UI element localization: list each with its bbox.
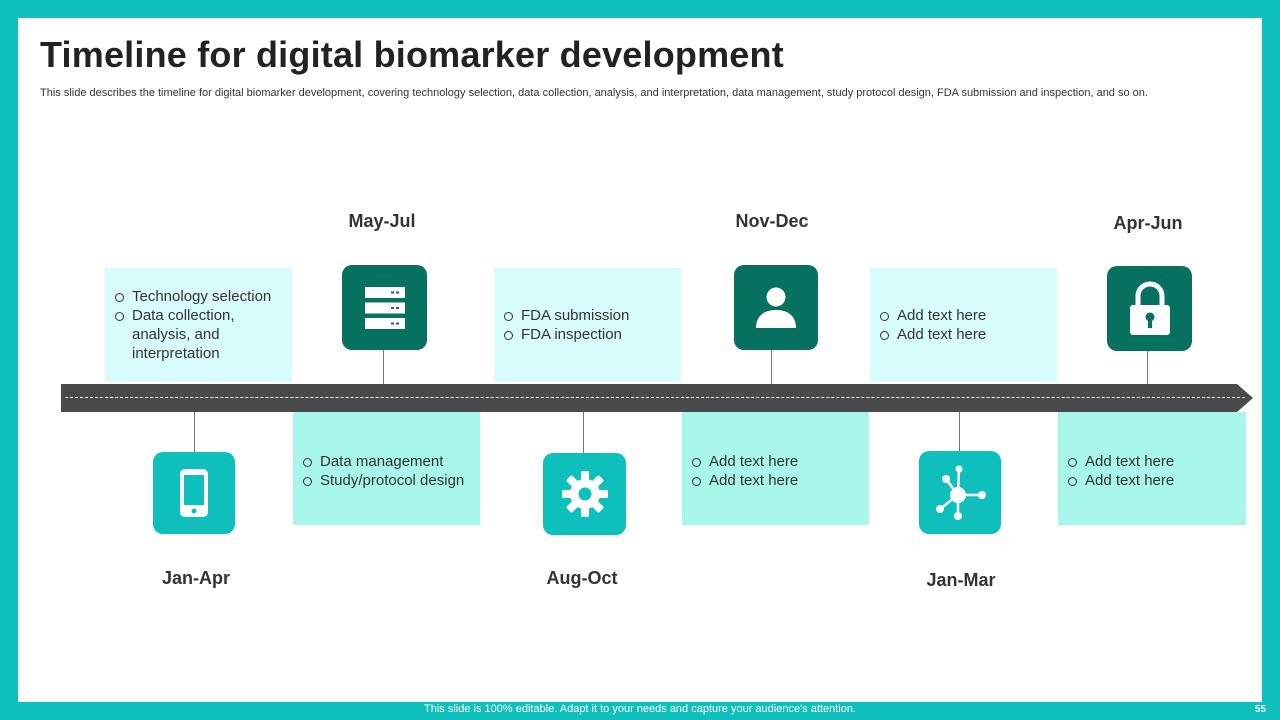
list-item: Study/protocol design	[303, 471, 470, 490]
list-item: Data management	[303, 452, 470, 471]
server-icon	[342, 265, 427, 350]
box-data-management: Data management Study/protocol design	[293, 412, 480, 525]
timeline-dash	[65, 397, 1245, 398]
network-icon	[919, 451, 1001, 534]
connector-line	[1147, 351, 1148, 398]
label-jan-mar: Jan-Mar	[926, 570, 996, 590]
page-number: 55	[1254, 704, 1266, 715]
label-nov-dec: Nov-Dec	[735, 211, 809, 231]
list-item: FDA submission	[504, 306, 671, 325]
timeline-arrow	[61, 384, 1237, 412]
gear-icon	[543, 453, 626, 535]
connector-line	[583, 398, 584, 453]
label-aug-oct: Aug-Oct	[546, 568, 618, 588]
timeline-arrow-head	[1237, 384, 1253, 412]
connector-line	[194, 398, 195, 452]
slide-canvas: Timeline for digital biomarker developme…	[18, 18, 1262, 702]
list-item: Add text here	[880, 325, 1047, 344]
connector-line	[383, 350, 384, 398]
box-fda: FDA submission FDA inspection	[494, 268, 681, 382]
list-item: FDA inspection	[504, 325, 671, 344]
box-mid-add: Add text here Add text here	[682, 412, 869, 525]
connector-line	[771, 350, 772, 398]
slide-subtitle: This slide describes the timeline for di…	[40, 87, 1148, 99]
list-item: Technology selection	[115, 287, 282, 306]
list-item: Add text here	[880, 306, 1047, 325]
box-technology: Technology selection Data collection, an…	[105, 268, 292, 382]
smartphone-icon	[153, 452, 235, 534]
footer-note: This slide is 100% editable. Adapt it to…	[424, 703, 856, 715]
list-item: Add text here	[1068, 471, 1236, 490]
list-item: Add text here	[1068, 452, 1236, 471]
list-item: Add text here	[692, 452, 859, 471]
connector-line	[959, 398, 960, 451]
label-may-jul: May-Jul	[348, 211, 416, 231]
label-jan-apr: Jan-Apr	[161, 568, 230, 588]
user-icon	[734, 265, 818, 350]
lock-icon	[1107, 266, 1192, 351]
box-top-add: Add text here Add text here	[870, 268, 1057, 382]
list-item: Data collection, analysis, and interpret…	[115, 306, 282, 363]
box-end-add: Add text here Add text here	[1058, 412, 1246, 525]
slide-title: Timeline for digital biomarker developme…	[40, 34, 784, 75]
label-apr-jun: Apr-Jun	[1113, 213, 1183, 233]
list-item: Add text here	[692, 471, 859, 490]
